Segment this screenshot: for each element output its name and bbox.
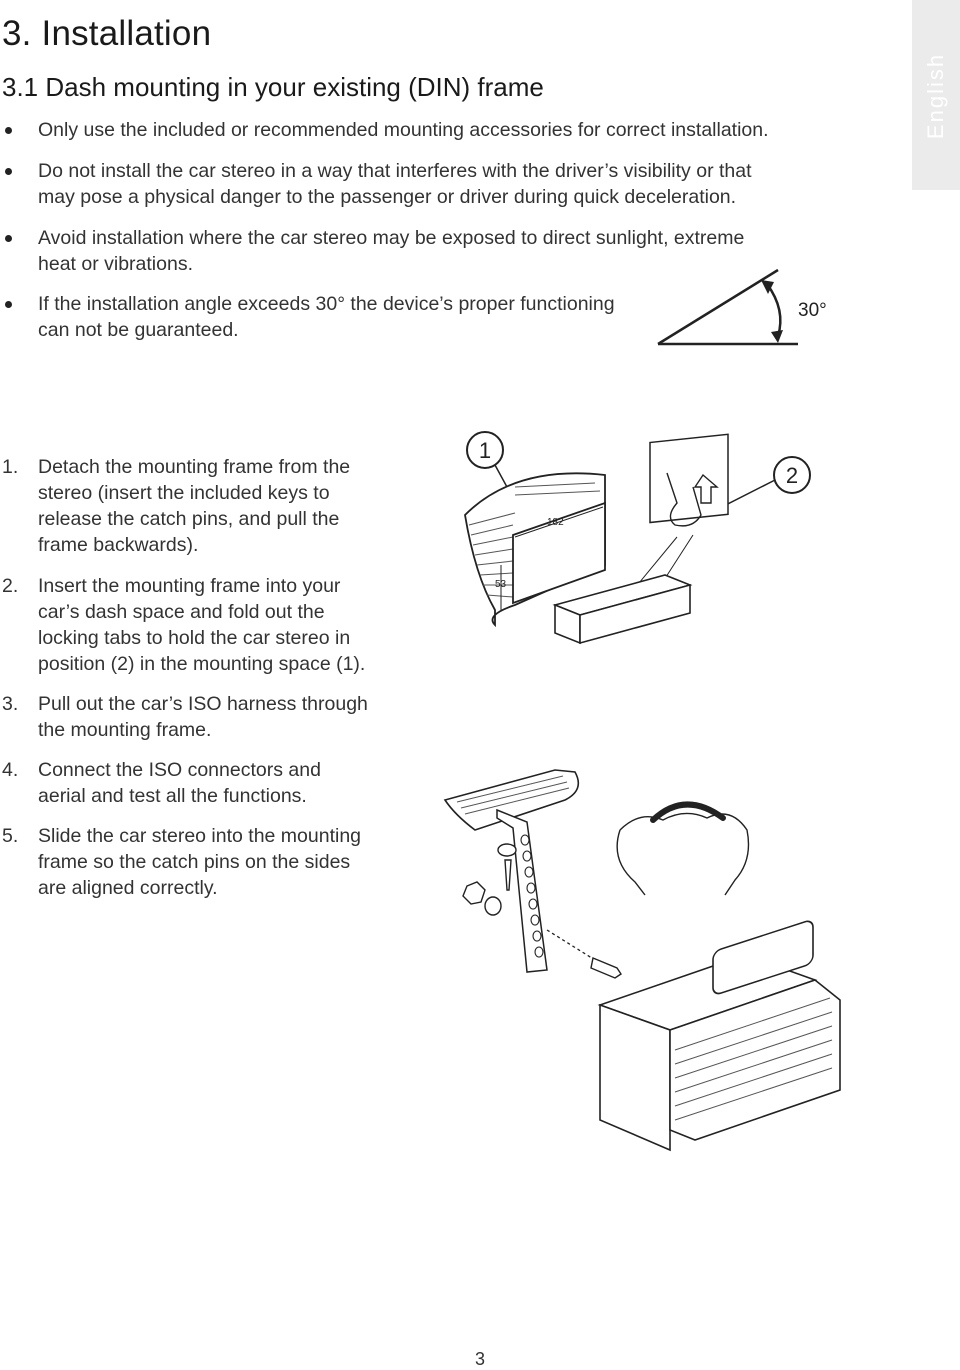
- step-line: aerial and test all the functions.: [38, 785, 307, 807]
- step-text: Detach the mounting frame from the stere…: [38, 454, 350, 558]
- nut-icon: [462, 881, 486, 905]
- bullet-line: Do not install the car stereo in a way t…: [38, 160, 752, 182]
- strap-hole: [524, 866, 534, 878]
- angle-label: 30°: [798, 300, 827, 321]
- step-number: 4.: [2, 759, 19, 781]
- strap-hole: [526, 882, 536, 894]
- strap-hole: [530, 914, 540, 926]
- flexible-strap-detail: [650, 801, 726, 823]
- step-line: Connect the ISO connectors and: [38, 759, 321, 781]
- step-text: Insert the mounting frame into your car’…: [38, 573, 365, 677]
- language-tab: English: [912, 0, 960, 190]
- section-title: 3. Installation: [2, 14, 212, 53]
- bullet-line: heat or vibrations.: [38, 253, 194, 275]
- pull-arrow-icon: [693, 473, 719, 504]
- step-line: the mounting frame.: [38, 719, 212, 741]
- mounting-strap: [496, 808, 548, 973]
- step-number: 1.: [2, 456, 19, 478]
- hands-illustration: [616, 812, 750, 896]
- step-line: stereo (insert the included keys to: [38, 482, 330, 504]
- callout-1-label: 1: [479, 438, 491, 463]
- bullet-line: Only use the included or recommended mou…: [38, 119, 769, 141]
- width-dimension-label: 182: [547, 517, 564, 528]
- step-line: are aligned correctly.: [38, 877, 218, 899]
- step-text: Pull out the car’s ISO harness through t…: [38, 691, 368, 743]
- bullet-line: If the installation angle exceeds 30° th…: [38, 293, 615, 315]
- stereo-unit-side: [579, 583, 691, 645]
- strap-hole: [534, 946, 544, 958]
- step-text: Slide the car stereo into the mounting f…: [38, 823, 361, 901]
- step-line: Insert the mounting frame into your: [38, 575, 341, 597]
- step-line: Slide the car stereo into the mounting: [38, 825, 362, 847]
- hand-detail: [666, 472, 702, 527]
- step-number: 5.: [2, 825, 19, 847]
- bullet-line: can not be guaranteed.: [38, 319, 239, 341]
- screw-icon: [504, 859, 512, 891]
- step-line: Pull out the car’s ISO harness through: [38, 693, 368, 715]
- step-number: 3.: [2, 693, 19, 715]
- detail-inset: [649, 433, 729, 524]
- step-number: 2.: [2, 575, 19, 597]
- page-number: 3: [474, 1349, 485, 1369]
- bullet-text: If the installation angle exceeds 30° th…: [38, 291, 615, 343]
- step-text: Connect the ISO connectors and aerial an…: [38, 757, 321, 809]
- angle-slope-line: [657, 268, 779, 346]
- bullet-dot-icon: [5, 235, 12, 242]
- step-line: Detach the mounting frame from the: [38, 456, 351, 478]
- bullet-text: Do not install the car stereo in a way t…: [38, 158, 752, 210]
- bullet-text: Avoid installation where the car stereo …: [38, 225, 744, 277]
- angle-arrow-bottom-icon: [771, 330, 783, 343]
- step-line: position (2) in the mounting space (1).: [38, 653, 366, 675]
- dash-opening: [512, 501, 606, 605]
- dash-shelf: [443, 769, 580, 831]
- strap-hole: [520, 834, 530, 846]
- stereo-housing-side: [599, 1003, 671, 1152]
- callout-2-label: 2: [786, 463, 798, 488]
- alignment-dotted-line: [546, 929, 596, 961]
- callout-2-circle: [773, 456, 811, 494]
- mounting-frame-illustration: 1 2 182 53: [464, 431, 811, 645]
- strap-hole: [532, 930, 542, 942]
- step-line: frame so the catch pins on the sides: [38, 851, 351, 873]
- width-dimension-line: [514, 506, 604, 538]
- bullet-line: may pose a physical danger to the passen…: [38, 186, 737, 208]
- bullet-text: Only use the included or recommended mou…: [38, 117, 769, 143]
- callout-1-circle: [466, 431, 504, 469]
- washer-icon: [497, 843, 517, 857]
- stereo-faceplate: [712, 920, 814, 995]
- strap-hole: [522, 850, 532, 862]
- step-line: car’s dash space and fold out the: [38, 601, 325, 623]
- height-dimension-label: 53: [495, 579, 507, 590]
- step-line: release the catch pins, and pull the: [38, 508, 340, 530]
- step-line: locking tabs to hold the car stereo in: [38, 627, 351, 649]
- rear-support-illustration: [443, 769, 841, 1152]
- bullet-dot-icon: [5, 127, 12, 134]
- bullet-dot-icon: [5, 301, 12, 308]
- threaded-bolt-icon: [590, 957, 622, 979]
- stereo-front-face: [669, 979, 841, 1141]
- angle-arrow-top-icon: [761, 280, 774, 294]
- angle-diagram: 30°: [657, 268, 827, 346]
- step-line: frame backwards).: [38, 534, 199, 556]
- bullet-line: Avoid installation where the car stereo …: [38, 227, 745, 249]
- bullet-dot-icon: [5, 168, 12, 175]
- strap-hole: [528, 898, 538, 910]
- language-tab-label: English: [923, 52, 948, 140]
- lock-washer-icon: [484, 896, 502, 916]
- subsection-title: 3.1 Dash mounting in your existing (DIN)…: [2, 72, 544, 102]
